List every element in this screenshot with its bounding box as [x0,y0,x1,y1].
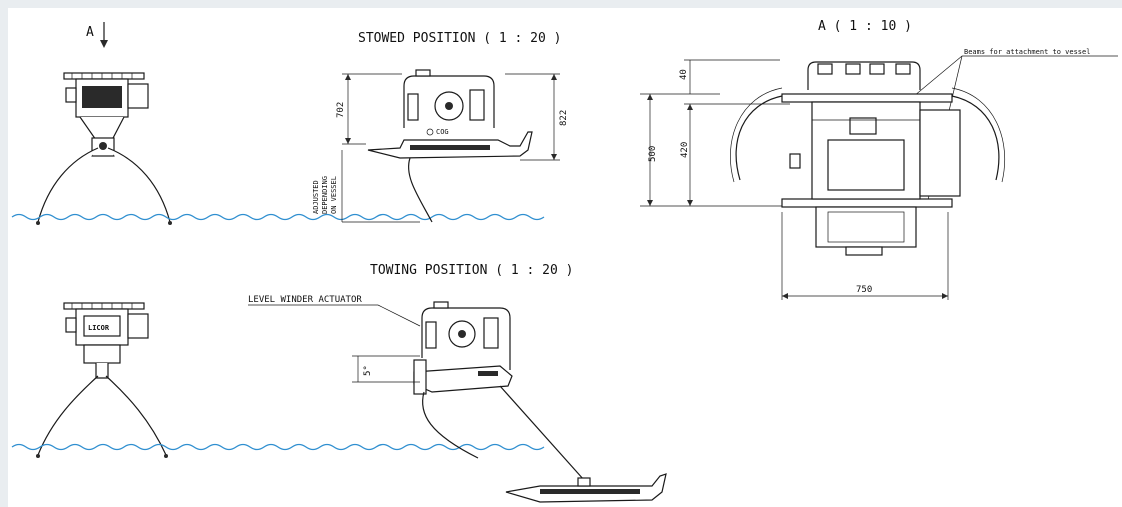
arc-arm-left [735,95,783,181]
side-handle [65,87,77,103]
front-view-stowed: A [36,22,172,225]
side-view-towing: TOWING POSITION ( 1 : 20 ) LEVEL WINDER … [248,263,667,503]
tow-arm [413,365,513,393]
side-view-stowed: STOWED POSITION ( 1 : 20 ) 702 822 ADJUS… [312,31,569,223]
drum-hub-2 [458,330,466,338]
dim-view-a-inner: 420 [680,142,690,158]
level-winder-label: LEVEL WINDER ACTUATOR [248,295,362,305]
lower-inner [827,211,905,243]
left-arm-2 [37,375,99,456]
dim-stowed-total: 822 [559,110,569,126]
dim-view-a-top: 40 [679,69,689,80]
drum-hub [445,102,453,110]
arm-tip-left-2 [36,454,40,458]
stem-2 [95,363,109,379]
frame-lug [415,69,431,77]
lower-block-2 [83,344,121,364]
top-frame [807,61,921,90]
pivot-pin [99,142,107,150]
view-a-marker: A [86,25,94,40]
side-box-2 [483,317,499,349]
beams-leader-1 [913,55,963,97]
tow-arm-mount [413,359,427,395]
logo-text: LICOR [88,324,110,332]
beam-bottom [781,198,953,208]
top-clamp-2 [845,63,861,75]
towing-cable [422,391,479,459]
lower-structure [815,206,917,248]
top-clamp-1 [817,63,833,75]
tow-point [577,477,591,487]
arm-tip-left [36,221,40,225]
left-post [407,93,419,121]
water-line-stowed [11,213,545,221]
cog-marker [426,128,434,136]
right-box [919,109,961,197]
left-arm [37,147,99,223]
adjusted-label-2: DEPENDING [321,176,329,214]
arm-tip-right [168,221,172,225]
water-line-towing [11,443,545,451]
instrument-box [82,86,122,108]
towing-title: TOWING POSITION ( 1 : 20 ) [370,263,574,278]
view-a-title: A ( 1 : 10 ) [818,19,912,34]
tow-line [499,385,585,481]
side-handle-2 [65,317,77,333]
dim-view-a-width: 750 [856,285,872,295]
beam-top [781,93,953,103]
left-knob [789,153,801,169]
towfish-stripe [410,145,490,150]
side-motor [127,83,149,109]
top-clamp-4 [895,63,911,75]
stowed-title: STOWED POSITION ( 1 : 20 ) [358,31,562,46]
towfish-stripe-2 [540,489,640,494]
dim-stowed-height: 702 [336,102,346,118]
logo-panel [83,315,121,337]
beams-note: Beams for attachment to vessel [964,48,1090,56]
frame-lug-2 [433,301,449,309]
towing-frame [421,307,511,370]
arc-arm-right [951,95,1000,181]
stowed-cable [408,157,433,223]
view-a-detail: A ( 1 : 10 ) Beams for attachment to ves… [640,19,1118,300]
dim-towing-angle: 5° [363,365,373,376]
front-view-towing: LICOR [36,302,168,458]
view-a-arrowhead [100,40,108,48]
right-arm-2 [105,375,167,456]
left-post-2 [425,321,437,349]
tow-arm-stripe [478,371,498,376]
arm-tip-right-2 [164,454,168,458]
side-box [469,89,485,121]
top-block [849,117,877,135]
cog-label: COG [436,128,449,136]
adjusted-label-1: ADJUSTED [312,180,320,214]
inner-panel [827,139,905,191]
towing-towfish [505,473,667,503]
adjusted-label-3: ON VESSEL [330,176,338,214]
top-clamp-3 [869,63,885,75]
technical-drawing: A STOWED POSITION ( 1 : 20 ) [11,19,1118,503]
bottom-foot [845,246,883,256]
drawing-sheet: A STOWED POSITION ( 1 : 20 ) [8,8,1122,507]
level-winder-leader [377,304,421,327]
lower-bracket [79,116,125,141]
dim-view-a-overall: 500 [648,146,658,162]
side-motor-2 [127,313,149,339]
arc-arm-left-inner [730,87,783,183]
arc-arm-right-inner [951,87,1006,183]
right-arm [107,147,171,223]
stowed-frame [403,75,495,128]
